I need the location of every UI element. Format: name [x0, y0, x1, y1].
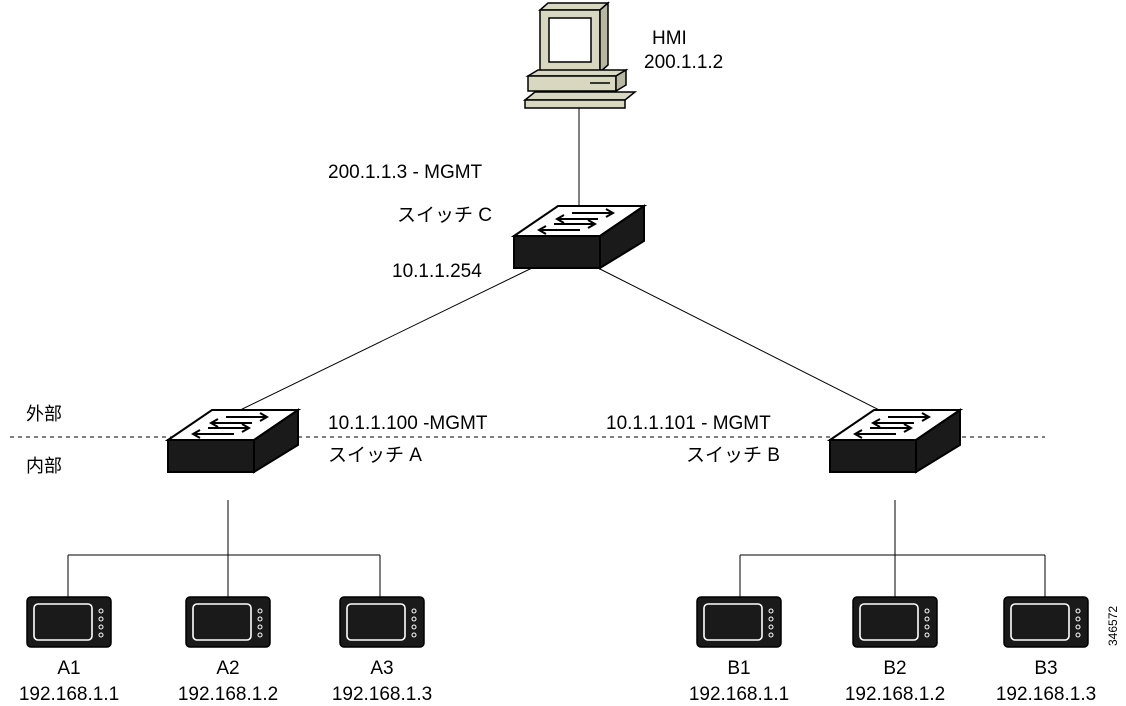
hmi-name-label: HMI [652, 28, 687, 49]
inside-zone-label: 内部 [26, 456, 62, 476]
device-b3-name: B3 [1034, 658, 1058, 679]
switch-a-mgmt-label: 10.1.1.100 -MGMT [328, 413, 488, 434]
switch-c-name-label: スイッチ C [397, 205, 493, 226]
device-a3-icon [339, 596, 425, 648]
outside-zone-label: 外部 [26, 404, 62, 424]
switch-b-mgmt-label: 10.1.1.101 - MGMT [606, 413, 771, 434]
device-a2-icon [185, 596, 271, 648]
hmi-computer-icon [522, 1, 638, 109]
hmi-ip-label: 200.1.1.2 [644, 52, 724, 73]
link-switch-c-switch-a [229, 267, 533, 416]
device-a1-ip: 192.168.1.1 [18, 684, 120, 705]
link-switch-c-switch-b [597, 267, 896, 419]
switch-b-icon [829, 409, 961, 473]
device-b2-icon [852, 596, 938, 648]
switch-b-name-label: スイッチ B [686, 445, 780, 466]
device-a3-ip: 192.168.1.3 [331, 684, 433, 705]
switch-a-icon [167, 409, 299, 473]
device-a1-name: A1 [57, 658, 81, 679]
switch-c-mgmt-label: 200.1.1.3 - MGMT [328, 162, 483, 183]
figure-id: 346572 [1106, 605, 1120, 646]
device-a2-name: A2 [216, 658, 240, 679]
device-b1-name: B1 [727, 658, 751, 679]
device-b3-icon [1003, 596, 1089, 648]
device-a2-ip: 192.168.1.2 [177, 684, 279, 705]
device-b1-ip: 192.168.1.1 [688, 684, 790, 705]
device-b1-icon [696, 596, 782, 648]
device-a3-name: A3 [370, 658, 394, 679]
device-b2-ip: 192.168.1.2 [844, 684, 946, 705]
device-a1-icon [26, 596, 112, 648]
device-b3-ip: 192.168.1.3 [995, 684, 1097, 705]
switch-c-icon [513, 205, 645, 269]
switch-a-name-label: スイッチ A [328, 445, 422, 466]
device-b2-name: B2 [883, 658, 907, 679]
switch-c-ip-label: 10.1.1.254 [392, 261, 482, 282]
